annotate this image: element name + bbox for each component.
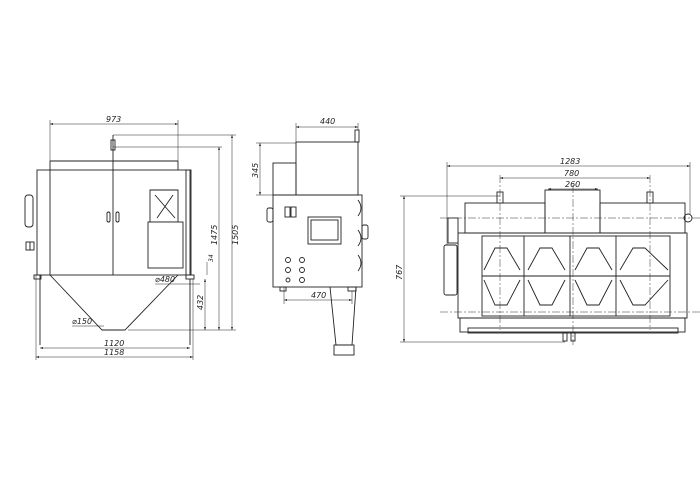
dim-767: 767: [395, 264, 404, 280]
control-buttons: [285, 257, 305, 283]
hopper: [49, 274, 179, 331]
dim-345: 345: [251, 163, 260, 178]
dim-1120: 1120: [104, 339, 124, 348]
main-body: [36, 169, 191, 276]
dim-260: 260: [565, 180, 580, 189]
touch-screen: [307, 216, 342, 245]
dim-432: 432: [196, 295, 205, 310]
center-box: [544, 189, 601, 234]
front-view: 973 1120 1158 1505 1475 432 34 ⌀480 ⌀150: [24, 115, 240, 360]
top-view: 1283 780 260 767: [395, 157, 700, 345]
side-panel: [443, 244, 458, 296]
small-box: [272, 162, 297, 196]
dim-1158: 1158: [104, 348, 124, 357]
weigh-hoppers: [483, 236, 669, 316]
dim-1505: 1505: [231, 225, 240, 245]
dim-780: 780: [564, 169, 579, 178]
dim-470: 470: [311, 291, 326, 300]
dim-diameter-480: ⌀480: [155, 275, 175, 284]
air-filter: [24, 194, 34, 228]
dim-34: 34: [208, 254, 215, 262]
dim-440: 440: [320, 117, 335, 126]
side-view: 440 345 470: [251, 117, 369, 356]
weigh-bucket: [147, 221, 184, 269]
dim-1475: 1475: [210, 225, 219, 245]
dim-973: 973: [106, 115, 121, 124]
door-handle-right: [115, 211, 120, 223]
top-box: [295, 141, 359, 196]
dim-diameter-150: ⌀150: [72, 317, 92, 326]
dim-1283: 1283: [560, 157, 580, 166]
control-cabinet: [272, 194, 363, 288]
door-handle-left: [106, 211, 111, 223]
